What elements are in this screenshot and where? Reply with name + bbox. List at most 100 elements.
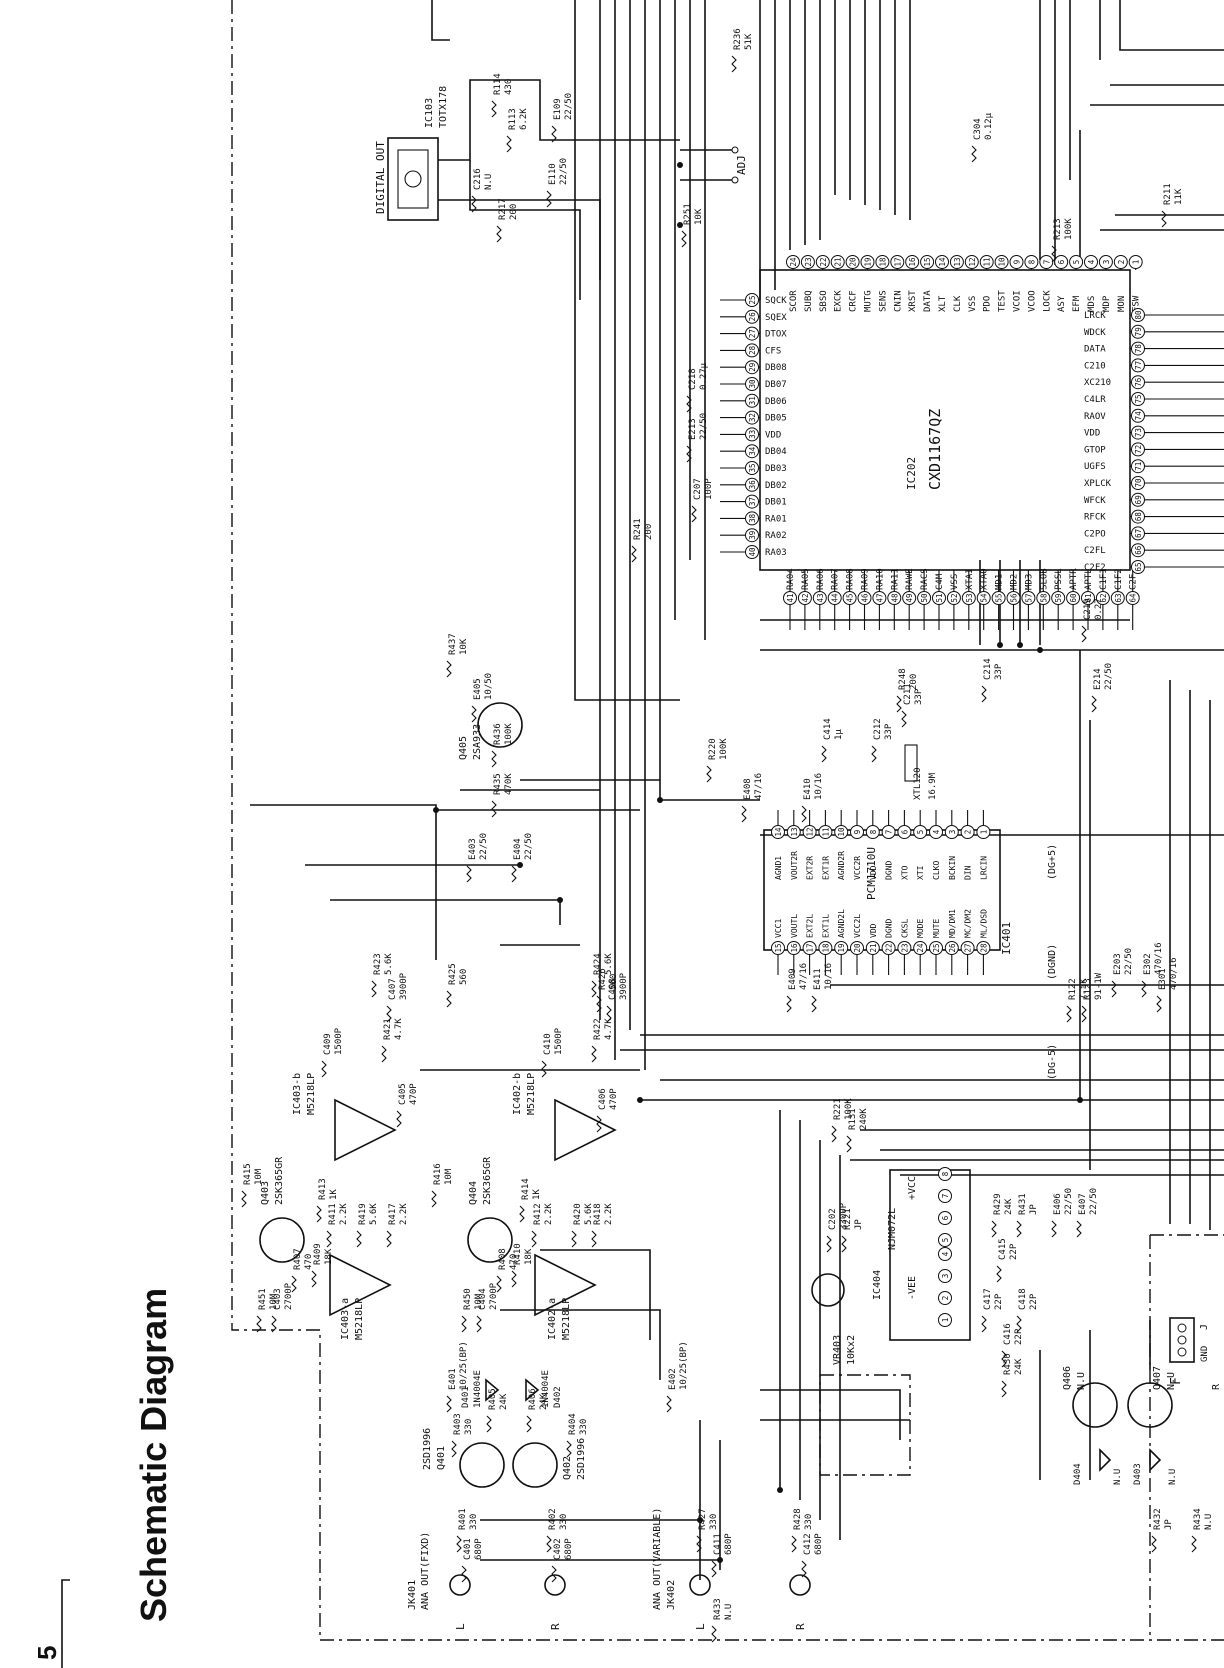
ic401-pin-18-label: EXT1L	[821, 914, 830, 938]
ic202-pin-46-label: RA09	[861, 568, 871, 590]
ic202-pin-25-number: 25	[748, 295, 757, 304]
value-r429: 24K	[1004, 1198, 1014, 1215]
ic402a-part: M5218LP	[561, 1298, 572, 1340]
ic202-pin-20-number: 20	[849, 257, 858, 267]
value-c410: 1500P	[554, 1027, 564, 1055]
value-r114: 430	[504, 79, 514, 95]
value-r428: 330	[804, 1514, 814, 1530]
ic202-pin-57-marker	[1021, 591, 1036, 605]
value-r131: 240K	[859, 1108, 869, 1130]
value-r213: 100K	[1064, 218, 1074, 240]
label-c219: C219	[1083, 598, 1093, 620]
value-e109: 22/50	[564, 93, 574, 120]
label-e110: E110	[548, 163, 558, 185]
ic202-pin-64-marker	[1125, 591, 1140, 605]
symbol-e410	[801, 805, 807, 823]
connector-f	[1169, 1317, 1195, 1363]
ic202-pin-31-marker	[745, 393, 759, 408]
ic202-pin-22-label: SBSO	[819, 290, 829, 312]
transistor-q406	[1072, 1382, 1118, 1428]
ic401-pin-11-marker	[818, 825, 833, 839]
ic401-pin-12-number: 12	[806, 827, 815, 836]
ic202-pin-37-number: 37	[748, 497, 757, 506]
ic202-pin-65-label: C2F2	[1084, 563, 1106, 573]
ic202-pin-75-label: C4LR	[1084, 395, 1106, 405]
symbol-c218	[686, 395, 692, 413]
ic202-pin-34-marker	[745, 444, 759, 459]
ic202-pin-52-marker	[946, 591, 961, 605]
ic202-pins-bottom: 80LRCK79WDCK78DATA77C21076XC21075C4LR74R…	[1084, 308, 1224, 574]
transistor-q401	[459, 1442, 505, 1488]
value-c405: 470P	[409, 1083, 419, 1105]
ic202-pin-33-number: 33	[748, 430, 757, 439]
symbol-e406	[1051, 1220, 1057, 1238]
label-r241: R241	[633, 518, 643, 540]
symbol-r411	[326, 1230, 332, 1248]
label-c212: C212	[873, 718, 883, 740]
label-r407: R407	[293, 1248, 303, 1270]
ic401-pin-7-label: DGND	[885, 861, 894, 880]
d402-ref: D402	[553, 1386, 563, 1408]
ic404-pin-5-marker	[938, 1233, 952, 1247]
ic401-pin-16-number: 16	[790, 943, 799, 953]
value-r427: 330	[709, 1514, 719, 1530]
value-c416: 22P	[1014, 1328, 1024, 1345]
ic202-pin-48-label: RA11	[890, 568, 900, 590]
ic401-pin-1-marker	[976, 825, 991, 839]
jack-jk401-l	[449, 1574, 471, 1596]
symbol-r433	[711, 1625, 717, 1643]
label-r417: R417	[388, 1203, 398, 1225]
value-r426: 560	[609, 974, 619, 990]
output-stage: 2SD1996 Q401 Q402 2SD1996 D401 1N4004E 1…	[407, 1273, 911, 1630]
label-r451: R451	[258, 1288, 268, 1310]
label-r406: R406	[528, 1388, 538, 1410]
transistor-q403	[259, 1217, 305, 1263]
label-r435: R435	[493, 773, 503, 795]
q404-part: 2SK365GR	[482, 1156, 493, 1205]
symbol-r422	[591, 1045, 597, 1063]
label-e109: E109	[553, 98, 563, 120]
ic404-pin-4-marker	[938, 1247, 952, 1261]
ic202-pins-left: 41RA0442RA0543RA0644RA0745RA0846RA0947RA…	[783, 568, 1140, 630]
symbol-r213	[1051, 245, 1057, 263]
value-r410: 18K	[524, 1248, 534, 1265]
ic202-pin-29-label: DB08	[765, 363, 787, 373]
ic401-pin-19-marker	[834, 941, 849, 955]
ic202-pin-73-marker	[1131, 425, 1145, 440]
ic401-pin-17-number: 17	[806, 943, 815, 952]
motor-symbol	[811, 1273, 845, 1307]
symbol-r123	[1081, 1005, 1087, 1023]
label-c411: C411	[713, 1533, 723, 1555]
label-r211: R211	[1163, 183, 1173, 205]
symbol-r416	[431, 1190, 437, 1208]
ic202-pin-12-label: VSS	[968, 296, 978, 312]
ic202-pin-30-marker	[745, 377, 759, 391]
ic202-pin-28-marker	[745, 343, 759, 358]
page-corner-mark	[61, 1579, 70, 1668]
ic202-pin-13-marker	[949, 255, 964, 269]
opamp-ic402-a	[534, 1253, 597, 1317]
label-r432: R432	[1153, 1508, 1163, 1530]
ic202-pin-20-label: CRCF	[849, 290, 859, 312]
symbol-r251	[681, 230, 687, 248]
ic404-pin-2-marker	[938, 1291, 952, 1305]
label-r425: R425	[448, 963, 458, 985]
ic202-pin-40-number: 40	[748, 547, 757, 557]
ic202-pin-7-number: 7	[1042, 260, 1051, 265]
ic401-pin-25-marker	[929, 941, 943, 955]
symbol-r421	[381, 1045, 387, 1063]
value-r437: 10K	[459, 638, 469, 655]
q402-part: 2SD1996	[576, 1438, 587, 1480]
value-r409: 18K	[324, 1248, 334, 1265]
ic202-pin-22-marker	[815, 255, 830, 269]
label-r405: R405	[488, 1388, 498, 1410]
ic202-pins-right: 24SCOR23SUBQ22SBSO21EXCK20CRCF19MUTG18SE…	[786, 255, 1143, 312]
label-r422: R422	[593, 1018, 603, 1040]
label-r420: R420	[573, 1203, 583, 1225]
ic403a-part: M5218LP	[354, 1298, 365, 1340]
ic202-ref: IC202	[905, 457, 918, 490]
label-c410: C410	[543, 1033, 553, 1055]
ic401-pin-4-number: 4	[932, 829, 941, 834]
ic202-pin-27-label: DTOX	[765, 330, 787, 340]
ic401-pin-1-label: LRCIN	[979, 856, 988, 880]
